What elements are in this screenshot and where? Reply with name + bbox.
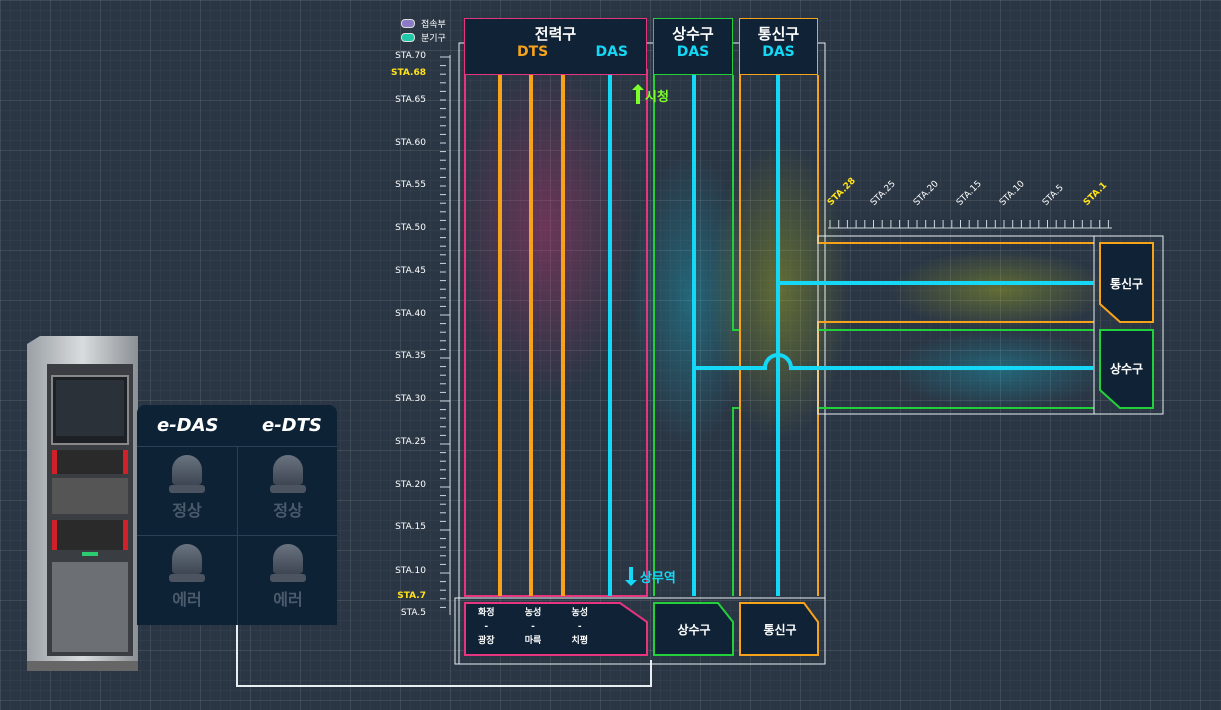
water-das-label: DAS [676, 44, 710, 60]
section-2[interactable]: 농성-마륵 [524, 608, 542, 646]
water-branch-das [694, 353, 1094, 370]
junction-swatch [401, 18, 415, 28]
lamp-icon [273, 544, 303, 574]
status-label: 정상 [172, 501, 202, 520]
station-label: STA.70 [395, 51, 426, 61]
power-title: 전력구 [534, 25, 577, 43]
e-das-error-lamp[interactable]: 에러 [138, 536, 236, 624]
power-bottom-box [464, 602, 648, 656]
lamp-icon [172, 455, 202, 485]
e-dts-header: e-DTS [262, 415, 322, 436]
status-label: 에러 [273, 590, 303, 609]
station-label: STA.50 [395, 223, 426, 233]
e-das-normal-lamp[interactable]: 정상 [138, 447, 236, 535]
telecom-das-label: DAS [762, 44, 795, 60]
water-tunnel-outline [653, 75, 740, 596]
station-label: STA.15 [395, 522, 426, 532]
equipment-status-panel: e-DAS e-DTS 정상 정상 에러 에러 [137, 405, 337, 625]
legend-label: 접속부 [421, 19, 446, 30]
direction-up-label: 시청 [645, 90, 669, 105]
telecom-bottom-box [739, 602, 819, 656]
water-branch-outline [818, 329, 1094, 409]
station-label: STA.7 [397, 591, 426, 601]
direction-down-label: 상무역 [640, 571, 676, 586]
station-label: STA.40 [395, 309, 426, 319]
telecom-title: 통신구 [757, 25, 800, 43]
e-dts-error-lamp[interactable]: 에러 [239, 536, 337, 624]
arrow-down-icon [625, 567, 637, 586]
y-ruler [440, 55, 451, 615]
server-rack-image [27, 336, 138, 671]
x-ruler [828, 220, 1112, 229]
station-label: STA.65 [395, 95, 426, 105]
telecom-bottom-label[interactable]: 통신구 [763, 623, 797, 637]
water-title: 상수구 [672, 25, 714, 43]
station-label: STA.30 [395, 394, 426, 404]
lamp-icon [273, 455, 303, 485]
e-dts-normal-lamp[interactable]: 정상 [239, 447, 337, 535]
lamp-icon [172, 544, 202, 574]
telecom-branch-label[interactable]: 통신구 [1109, 277, 1144, 291]
legend-label: 분기구 [421, 33, 446, 44]
branch-swatch [401, 32, 415, 42]
power-dts-label: DTS [517, 44, 549, 60]
telecom-tunnel-header[interactable]: 통신구 DAS [739, 18, 818, 75]
power-sections: 화정-광장 농성-마륵 농성-치평 [478, 606, 588, 648]
station-label: STA.68 [391, 68, 426, 78]
station-label: STA.45 [395, 266, 426, 276]
station-label: STA.55 [395, 180, 426, 190]
water-bottom-label[interactable]: 상수구 [677, 623, 711, 637]
station-label: STA.10 [395, 566, 426, 576]
station-label: STA.25 [395, 437, 426, 447]
water-branch-box [1099, 329, 1154, 409]
station-label: STA.5 [400, 608, 426, 618]
status-label: 에러 [172, 590, 202, 609]
arrow-up-icon [632, 84, 644, 104]
legend-item-junction: 접속부 [401, 16, 446, 30]
rack-cable [236, 625, 652, 687]
status-label: 정상 [273, 501, 303, 520]
section-3[interactable]: 농성-치평 [571, 608, 588, 646]
legend-item-branch: 분기구 [401, 30, 446, 44]
station-label: STA.35 [395, 351, 426, 361]
e-das-header: e-DAS [157, 415, 219, 436]
telecom-branch-box [1099, 242, 1154, 323]
power-das-label: DAS [595, 44, 628, 60]
power-tunnel-header[interactable]: 전력구 DTS DAS [464, 18, 647, 75]
legend: 접속부 분기구 [401, 16, 446, 44]
section-1[interactable]: 화정-광장 [478, 608, 495, 646]
station-label: STA.20 [395, 480, 426, 490]
water-bottom-box [653, 602, 734, 656]
water-branch-label[interactable]: 상수구 [1109, 362, 1144, 376]
station-label: STA.60 [395, 138, 426, 148]
water-tunnel-header[interactable]: 상수구 DAS [653, 18, 733, 75]
